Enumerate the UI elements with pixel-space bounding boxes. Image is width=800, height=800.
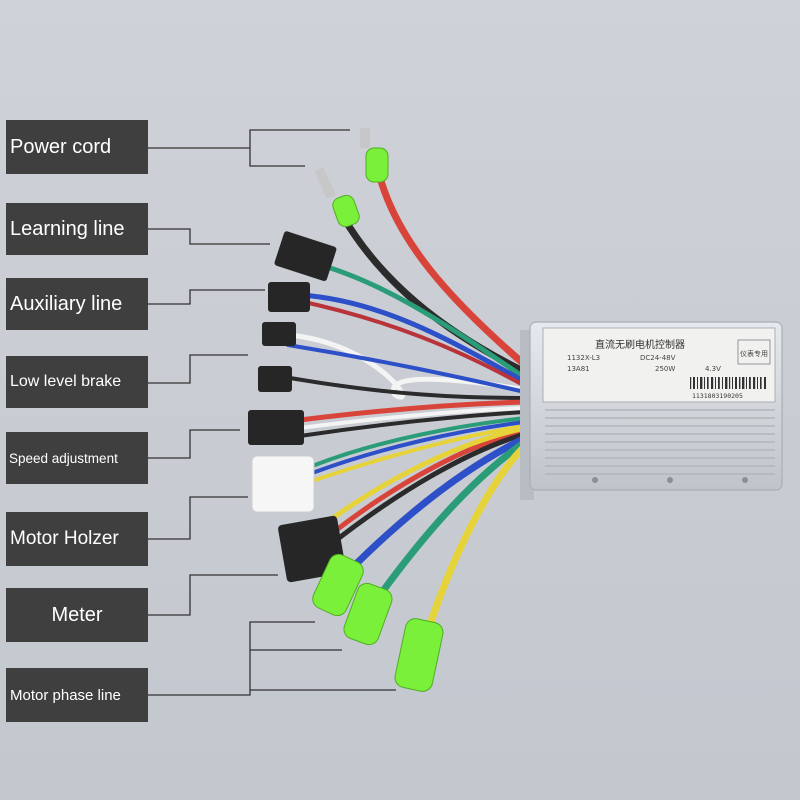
label-motor-holzer: Motor Holzer — [6, 512, 148, 566]
leader-lines — [148, 129, 396, 696]
wire-bundle — [286, 166, 529, 644]
plate-model: 1132X-L3 — [567, 354, 600, 362]
label-motor-holzer-text: Motor Holzer — [10, 528, 119, 549]
label-motor-phase-line-text: Motor phase line — [10, 686, 121, 704]
label-learning-line: Learning line — [6, 203, 148, 255]
terminals — [312, 128, 444, 692]
plate-voltage: DC24-48V — [640, 354, 676, 362]
label-learning-line-text: Learning line — [10, 217, 125, 240]
plate-current: 13A81 — [567, 365, 590, 373]
plate-title: 直流无刷电机控制器 — [595, 338, 685, 351]
barcode-number: 1131803190205 — [692, 392, 743, 400]
barcode — [690, 377, 766, 389]
label-power-cord-text: Power cord — [10, 135, 112, 158]
label-low-level-brake-text: Low level brake — [10, 373, 122, 390]
plate-badge: 仪表专用 — [740, 349, 768, 358]
plate-undervoltage: 4.3V — [705, 365, 721, 373]
label-power-cord: Power cord — [6, 120, 148, 174]
label-motor-phase-line: Motor phase line — [6, 668, 148, 722]
label-auxiliary-line-text: Auxiliary line — [10, 292, 123, 315]
label-low-level-brake: Low level brake — [6, 356, 148, 408]
controller-label-plate: 直流无刷电机控制器 1132X-L3 DC24-48V 13A81 250W 4… — [542, 327, 776, 403]
label-meter: Meter — [6, 588, 148, 642]
label-speed-adjustment-text: Speed adjustment — [9, 450, 118, 466]
plate-power: 250W — [655, 365, 675, 373]
label-auxiliary-line: Auxiliary line — [6, 278, 148, 330]
label-meter-text: Meter — [51, 603, 103, 626]
label-speed-adjustment: Speed adjustment — [6, 432, 148, 484]
